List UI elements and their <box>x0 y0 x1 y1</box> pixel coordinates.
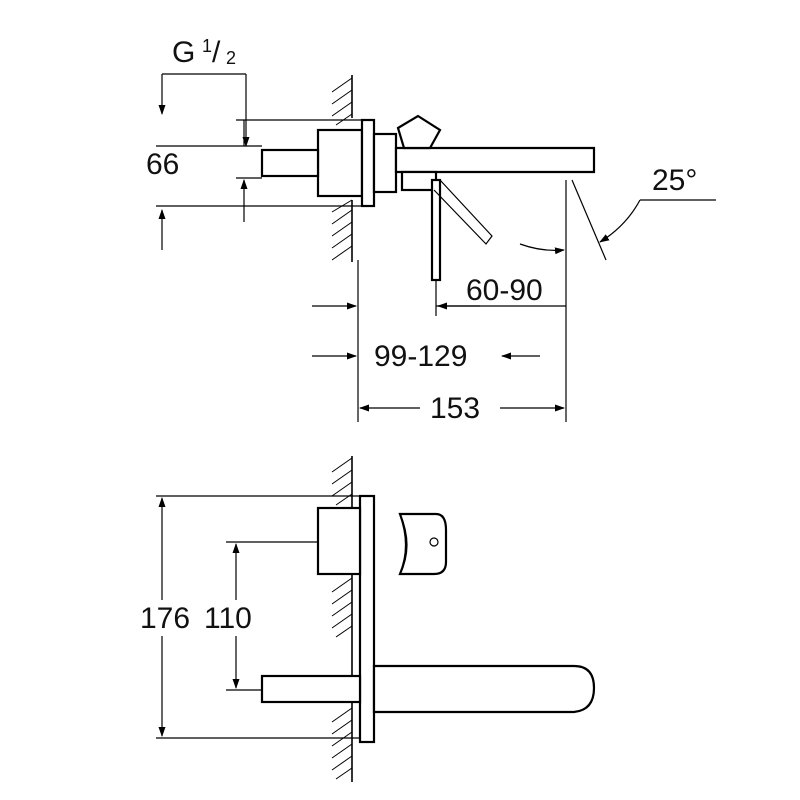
angle-label: 25° <box>652 164 697 197</box>
lever-handle-top <box>396 114 442 150</box>
range-99-129-label: 99-129 <box>374 340 467 373</box>
concealed-body-top <box>316 128 364 198</box>
angle-arc-lower <box>519 243 565 255</box>
angle-arc <box>599 199 641 243</box>
wall-hatch-bottom <box>331 456 353 782</box>
thread-fraction-den: 2 <box>226 48 236 68</box>
bottom-view: 176 110 <box>140 456 596 782</box>
spout-top <box>394 146 596 174</box>
thread-label: G <box>172 36 195 69</box>
handle-lever-inner <box>399 513 408 575</box>
handle-lever-bottom <box>398 512 448 576</box>
handle-block-bottom <box>316 506 362 576</box>
inlet-pipe-top <box>260 148 320 178</box>
thread-fraction-num: 1 <box>202 36 212 56</box>
angle-ref-line <box>571 179 607 261</box>
height-66-label: 66 <box>146 148 179 181</box>
spout-bottom <box>372 664 596 714</box>
height-176-label: 176 <box>140 602 190 635</box>
wall-plate-top <box>360 118 376 208</box>
lever-base-top <box>400 170 438 192</box>
height-110-label: 110 <box>204 602 252 635</box>
connector-top <box>372 132 398 194</box>
length-153-label: 153 <box>430 392 480 425</box>
handle-indicator-dot <box>429 537 439 547</box>
range-60-90-label: 60-90 <box>466 274 543 307</box>
inlet-pipe-bottom <box>260 674 362 704</box>
lever-rotated-outline <box>433 179 493 245</box>
wall-plate-bottom <box>358 494 376 744</box>
top-view: G 1 / 2 66 25° 60-90 99-129 <box>146 36 716 425</box>
thread-fraction-slash: / <box>212 36 221 69</box>
